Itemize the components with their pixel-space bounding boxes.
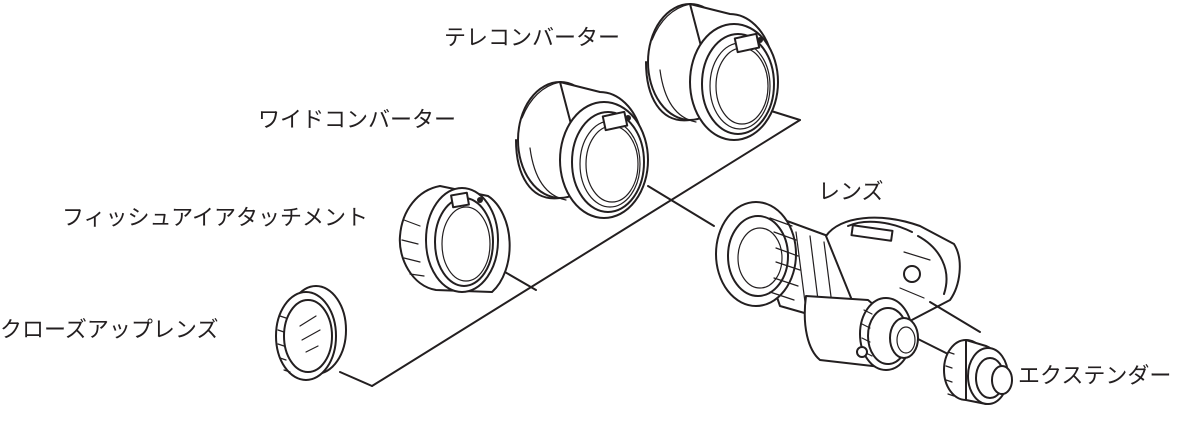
label-wide-converter: ワイドコンバーター — [258, 108, 457, 133]
label-closeup-lens: クローズアップレンズ — [0, 318, 219, 343]
extender-illustration — [943, 339, 1013, 405]
label-extender: エクステンダー — [1018, 364, 1172, 389]
closeup-lens-illustration — [275, 285, 347, 381]
fisheye-attachment-illustration — [398, 185, 511, 293]
connector-teleconverter — [767, 109, 801, 121]
connector-bus-line — [371, 119, 801, 387]
connector-wide-converter — [647, 185, 715, 227]
lens-illustration — [715, 201, 981, 371]
teleconverter-illustration — [645, 3, 779, 141]
label-lens: レンズ — [818, 180, 884, 205]
label-teleconverter: テレコンバーター — [444, 26, 621, 51]
wide-converter-illustration — [515, 81, 649, 219]
connector-closeup-lens — [339, 371, 373, 387]
label-fisheye-attachment: フィッシュアイアタッチメント — [62, 206, 369, 231]
